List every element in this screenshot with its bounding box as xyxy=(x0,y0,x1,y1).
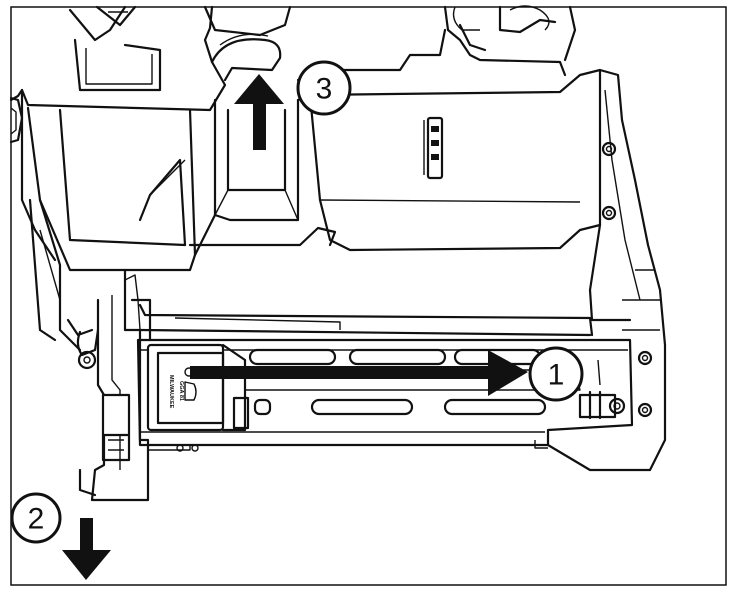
tool-housing-left xyxy=(9,5,227,352)
step-badge-3: 3 xyxy=(296,60,352,116)
pusher-brand-label: MILWAUKEE xyxy=(168,375,174,409)
magazine-rail xyxy=(136,303,634,449)
step-number-2: 2 xyxy=(28,503,45,536)
arrow-step-2 xyxy=(62,518,111,580)
nail-pusher: MILWAUKEE GGA 81 xyxy=(146,343,250,432)
nose-assembly xyxy=(66,268,199,502)
arrow-step-1 xyxy=(184,350,528,396)
step-badge-2: 2 xyxy=(10,492,62,544)
pusher-model-label: GGA 81 xyxy=(178,381,184,401)
step-number-1: 1 xyxy=(548,359,565,392)
step-badge-1: 1 xyxy=(528,346,584,402)
step-number-3: 3 xyxy=(316,73,333,106)
magazine-end-plate xyxy=(546,68,667,472)
diagram-frame xyxy=(10,6,727,586)
arrow-step-3 xyxy=(234,74,284,150)
tool-housing-top xyxy=(188,5,447,257)
magazine-upper-body xyxy=(296,5,602,252)
